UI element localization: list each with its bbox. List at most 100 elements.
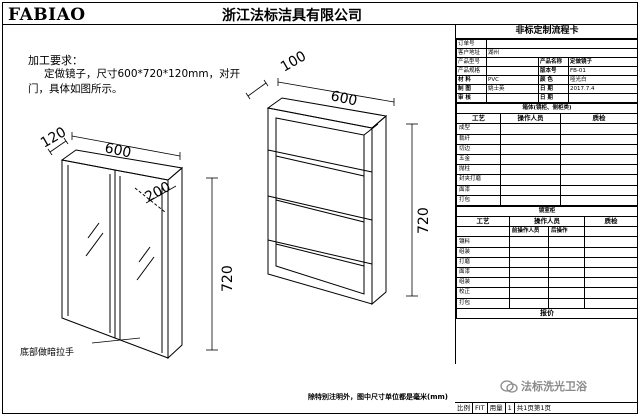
table-row: 审 核日 期	[456, 93, 638, 103]
table-row: 抛柱	[456, 164, 638, 176]
step-label: 成型	[456, 123, 501, 135]
title-block-footer: 比例 FIT 用量 1 共1页第1页	[455, 402, 638, 414]
info-label: 订单号	[456, 39, 487, 49]
section-title: 镜室柜	[456, 205, 638, 218]
step-label: 组装	[456, 277, 510, 289]
step-label: 面漆	[456, 266, 510, 279]
table-row: 镶料	[456, 236, 638, 248]
handle-note: 底部做暗拉手	[20, 346, 74, 358]
info-label: 制 图	[456, 84, 487, 94]
table-row: 客户地址湖州	[456, 48, 638, 58]
table-row: 打包	[456, 297, 638, 309]
left-depth-dim: 120	[38, 124, 69, 151]
right-depth-dim: 100	[278, 48, 309, 75]
step-label: 面漆	[456, 184, 501, 196]
units-note: 除特别注明外，图中尺寸单位都是毫米(mm)	[308, 393, 448, 401]
step-label: 打磨	[456, 256, 510, 269]
col-header: 操作人员	[500, 113, 561, 125]
left-door-dim: 200	[142, 179, 173, 206]
table-row: 产品型号 产品名称定做镜子	[456, 57, 638, 67]
info-label: 材 料	[456, 75, 487, 85]
requirements-text: 定做镜子，尺寸600*720*120mm，对开门，具体如图所示。	[28, 68, 241, 95]
col-header: 质检	[584, 216, 638, 228]
ratio-value: FIT	[473, 403, 488, 414]
info-value	[568, 93, 638, 103]
step-label: 封夹打磨	[456, 174, 501, 186]
company-name: 浙江法标洁具有限公司	[222, 8, 362, 24]
info-value	[486, 66, 539, 76]
table-row: 面漆	[456, 266, 638, 279]
info-value: PVC	[486, 75, 539, 85]
table-row: 组装	[456, 277, 638, 289]
table-row: 裁纤	[456, 133, 638, 145]
technical-drawing: 120 600 200 720 底部做暗拉手 100 600 720	[20, 48, 432, 360]
quote-label: 报价	[456, 307, 638, 319]
quantity-value: 1	[506, 403, 515, 414]
requirements-title: 加工要求：	[28, 54, 83, 67]
info-label: 审 核	[456, 93, 487, 103]
table-row: 打包	[456, 194, 638, 206]
right-width-dim: 600	[329, 88, 358, 109]
step-label: 裁纤	[456, 133, 501, 145]
step-label: 打包	[456, 194, 501, 206]
chat-bubble-icon	[500, 380, 518, 393]
brand-logo: FABIAO	[8, 5, 86, 25]
card-title: 非标定制流程卡	[456, 24, 638, 39]
watermark-text: 法标洗光卫浴	[521, 380, 587, 393]
step-label: 组装	[456, 246, 510, 258]
watermark: 法标洗光卫浴	[500, 378, 587, 394]
table-row: 订单号	[456, 39, 638, 49]
page-count: 共1页第1页	[516, 404, 552, 412]
table-row: 五金	[456, 153, 638, 166]
ratio-label: 比例	[455, 403, 473, 414]
info-value	[486, 57, 539, 67]
info-value: 姚士英	[486, 84, 539, 94]
step-label: 校正	[456, 287, 510, 299]
process-table-2: 镜室柜 工艺操作人员质检 前操作人员后操作 镶料 组装 打磨 面漆 组装 校正 …	[456, 205, 638, 319]
info-value	[486, 39, 638, 49]
info-value: 湖州	[486, 48, 638, 58]
info-label: 版本号	[538, 66, 569, 76]
table-row: 成型	[456, 123, 638, 135]
left-width-dim: 600	[103, 140, 132, 161]
info-value: 哑光白	[568, 75, 638, 85]
step-label: 切边	[456, 143, 501, 155]
col-header: 质检	[560, 113, 638, 125]
info-label: 客户地址	[456, 48, 487, 58]
info-value: FB-01	[568, 66, 638, 76]
info-label: 产品名称	[538, 57, 569, 67]
table-row: 组装	[456, 246, 638, 258]
table-row: 封夹打磨	[456, 174, 638, 186]
info-label: 颜 色	[538, 75, 569, 85]
step-label: 五金	[456, 153, 501, 166]
col-header: 操作人员	[508, 216, 586, 228]
sub-header: 前操作人员	[508, 226, 550, 238]
section-title: 箱体(镜柜、侧柜类)	[456, 102, 638, 115]
col-header: 工艺	[456, 113, 501, 125]
step-label: 镶料	[456, 236, 510, 248]
info-value	[486, 93, 539, 103]
table-row: 打磨	[456, 256, 638, 269]
header-divider	[2, 24, 638, 25]
info-value: 定做镜子	[568, 57, 638, 67]
info-label: 产品型号	[456, 57, 487, 67]
col-header: 工艺	[456, 216, 510, 228]
table-row: 面漆	[456, 184, 638, 196]
info-label: 日 期	[538, 84, 569, 94]
table-row: 切边	[456, 143, 638, 155]
sub-header: 后操作	[547, 226, 586, 238]
info-label: 产品规格	[456, 66, 487, 76]
quantity-label: 用量	[488, 403, 506, 414]
right-height-dim: 720	[416, 207, 432, 234]
info-label: 日 期	[538, 93, 569, 103]
left-height-dim: 720	[220, 265, 236, 292]
step-label: 打包	[456, 297, 510, 309]
table-row: 校正	[456, 287, 638, 299]
step-label: 抛柱	[456, 164, 501, 176]
